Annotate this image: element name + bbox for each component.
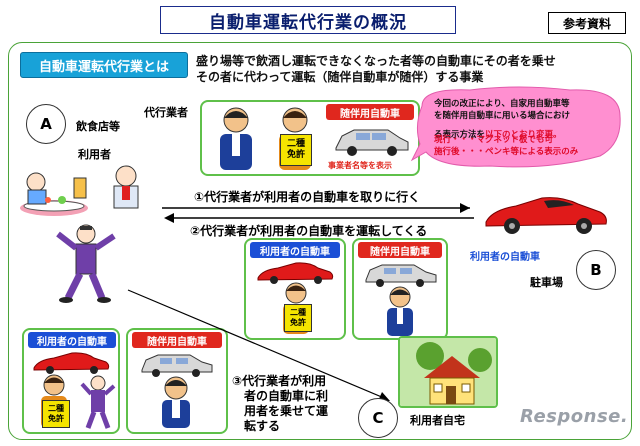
- operator-name-display-label: 事業者名等を表示: [328, 161, 392, 170]
- callout-line-1: 今回の改正により、自家用自動車等: [434, 99, 570, 109]
- bottom-escort-car-illustration: [141, 354, 213, 377]
- location-a-label: 飲食店等: [76, 120, 120, 133]
- callout-line-2: を随伴用自動車に用いる場合におけ: [434, 111, 571, 121]
- step-3-line-2: 者の自動車に利: [244, 389, 329, 403]
- callout-bubble: [410, 86, 621, 168]
- middle-user-car-tag: 利用者の自動車: [250, 242, 340, 258]
- user-figure-illustration: [56, 224, 116, 303]
- definition-label: 自動車運転代行業とは: [20, 52, 188, 78]
- location-a-marker: A: [26, 104, 66, 144]
- bottom-passenger-illustration: [80, 375, 116, 429]
- bottom-escort-car-tag: 随伴用自動車: [132, 332, 222, 348]
- home-illustration: [400, 338, 496, 406]
- bottom-user-car-illustration: [33, 352, 110, 374]
- reference-badge: 参考資料: [548, 12, 626, 34]
- step-arrows: [162, 203, 474, 223]
- definition-line-1: 盛り場等で飲酒し運転できなくなった者等の自動車にその者を乗せ: [196, 54, 556, 68]
- callout-line-4: 現行・・・マグネット板でも可: [434, 135, 554, 145]
- middle-escort-car-illustration: [365, 264, 437, 287]
- definition-line-2: その者に代わって運転（随伴自動車が随伴）する事業: [196, 70, 484, 84]
- escort-car-tag: 随伴用自動車: [326, 104, 414, 120]
- callout-line-3-highlight: 以下のとおり変更。: [485, 130, 562, 140]
- step-1-label: ①代行業者が利用者の自動車を取りに行く: [194, 190, 421, 204]
- operator-driver-illustration: [220, 107, 252, 170]
- step-3-line-1: ③代行業者が利用: [232, 374, 327, 388]
- bottom-license-badge: 二種 免許: [42, 400, 70, 428]
- callout-line-5: 施行後・・・ペンキ等による表示のみ: [434, 147, 579, 157]
- license-badge: 二種 免許: [280, 134, 312, 166]
- bottom-user-car-tag: 利用者の自動車: [28, 332, 116, 348]
- user-label: 利用者: [78, 148, 111, 161]
- middle-license-badge: 二種 免許: [284, 304, 312, 332]
- step-3-line-3: 用者を乗せて運: [244, 404, 329, 418]
- callout-line-3: る表示方法を以下のとおり変更。: [434, 122, 562, 141]
- location-b-marker: B: [576, 250, 616, 290]
- operator-label: 代行業者: [144, 106, 188, 119]
- step-3-line-4: 転する: [244, 419, 281, 433]
- home-illustration-panel: [398, 336, 498, 408]
- location-b-label: 駐車場: [530, 276, 563, 289]
- content-frame: [8, 42, 632, 440]
- middle-operator-illustration: [387, 286, 413, 336]
- step-2-label: ②代行業者が利用者の自動車を運転してくる: [190, 224, 428, 238]
- bottom-operator-illustration: [162, 376, 190, 428]
- middle-user-car-illustration: [257, 262, 334, 284]
- location-c-label: 利用者自宅: [410, 414, 465, 427]
- location-c-marker: C: [358, 398, 398, 438]
- middle-escort-car-tag: 随伴用自動車: [358, 242, 442, 258]
- escort-car-illustration: [335, 129, 409, 156]
- parked-car-label: 利用者の自動車: [470, 252, 540, 263]
- callout-line-3-prefix: る表示方法を: [434, 130, 486, 140]
- restaurant-scene-illustration: [20, 165, 139, 216]
- watermark-logo: Response.: [520, 406, 629, 427]
- user-car-parked-illustration: [485, 197, 607, 234]
- page-title: 自動車運転代行業の概況: [160, 6, 456, 34]
